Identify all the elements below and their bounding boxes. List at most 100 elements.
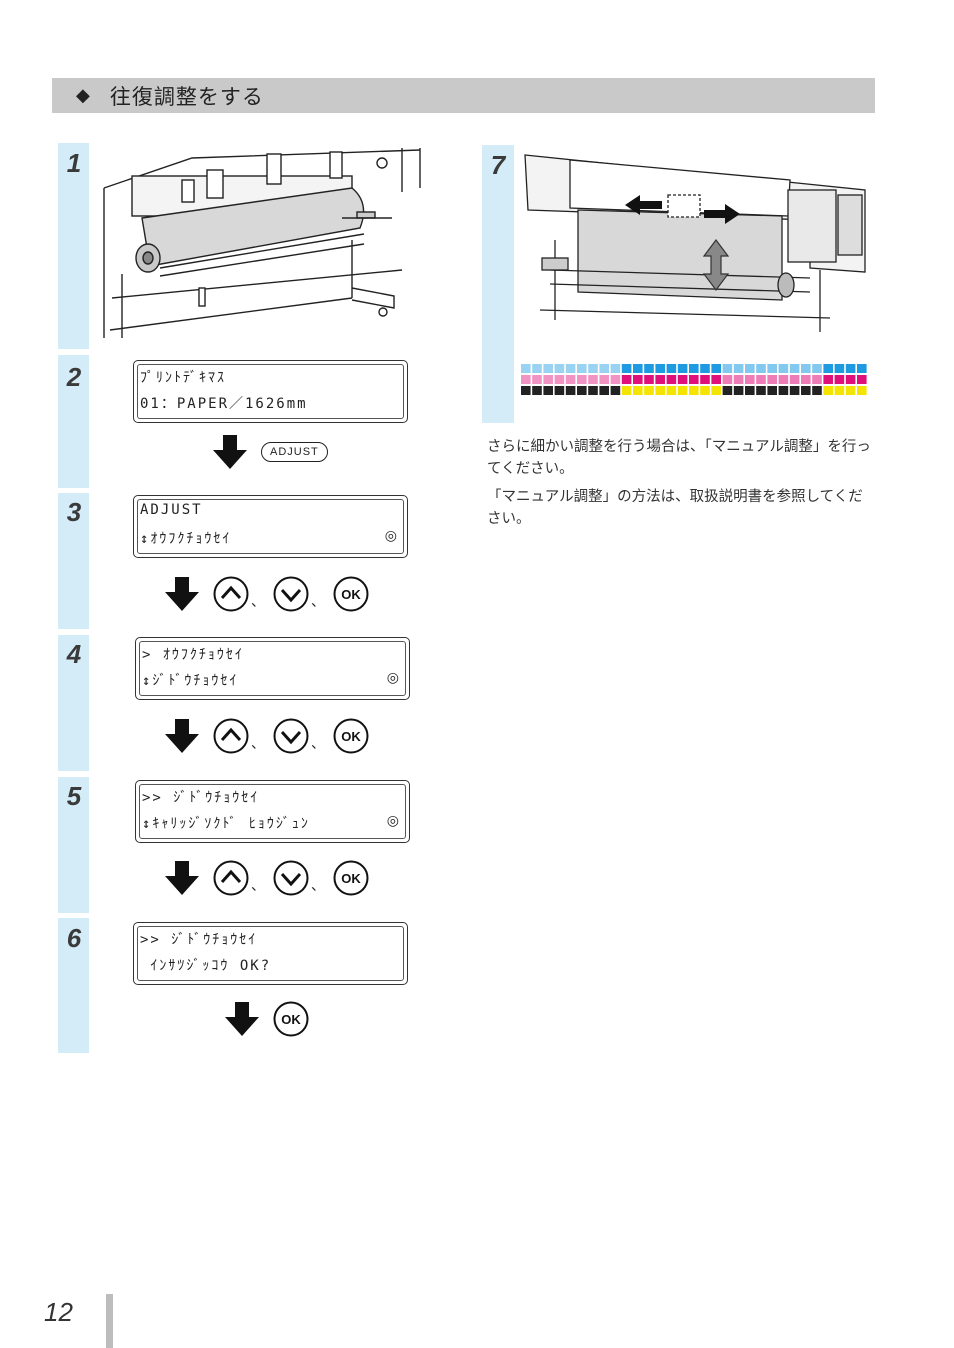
pattern-cell xyxy=(666,375,677,384)
pattern-cell xyxy=(711,375,721,384)
up-key-icon[interactable] xyxy=(213,860,249,896)
pattern-cell xyxy=(689,364,699,373)
step-bar-7 xyxy=(482,145,514,423)
down-key-icon[interactable] xyxy=(273,718,309,754)
pattern-cell xyxy=(532,364,542,373)
step-bar-1 xyxy=(58,143,89,349)
up-key-icon[interactable] xyxy=(213,718,249,754)
pattern-cell xyxy=(689,375,699,384)
key-separator: 、 xyxy=(311,878,325,894)
pattern-cell xyxy=(823,364,833,373)
ok-key-icon[interactable]: OK xyxy=(333,718,369,754)
step-bar-5 xyxy=(58,777,89,913)
pattern-cell xyxy=(521,386,531,395)
svg-text:OK: OK xyxy=(341,871,361,886)
lcd-display: > ｵｳﾌｸﾁｮｳｾｲ ↕ｼﾞﾄﾞｳﾁｮｳｾｲ ◎ xyxy=(135,637,410,700)
pattern-cell xyxy=(588,375,598,384)
down-arrow-icon xyxy=(213,435,247,469)
pattern-cell xyxy=(767,386,777,395)
pattern-cell xyxy=(711,386,721,395)
footer-bar xyxy=(106,1294,113,1348)
ok-key-icon[interactable]: OK xyxy=(273,1001,309,1037)
pattern-cell xyxy=(745,386,755,395)
pattern-cell xyxy=(554,364,565,373)
pattern-cell xyxy=(521,364,531,373)
pattern-cell xyxy=(801,375,811,384)
pattern-cell xyxy=(700,364,710,373)
page-number: 12 xyxy=(44,1297,73,1327)
adjust-key-button[interactable]: ADJUST xyxy=(261,442,328,462)
step-number: 3 xyxy=(66,497,82,527)
key-separator: 、 xyxy=(251,878,265,894)
printer-adjustment-illustration xyxy=(524,154,866,332)
enter-mark-icon: ◎ xyxy=(386,813,399,829)
pattern-cell xyxy=(722,364,733,373)
pattern-cell xyxy=(834,364,845,373)
pattern-cell xyxy=(588,364,598,373)
svg-text:OK: OK xyxy=(281,1012,301,1027)
pattern-cell xyxy=(666,364,677,373)
pattern-cell xyxy=(677,375,688,384)
enter-mark-icon: ◎ xyxy=(384,528,397,544)
pattern-cell xyxy=(554,375,565,384)
step-bar-4 xyxy=(58,635,89,771)
pattern-cell xyxy=(633,386,643,395)
pattern-cell xyxy=(610,364,621,373)
down-arrow-icon xyxy=(225,1002,259,1036)
pattern-cell xyxy=(812,364,822,373)
down-key-icon[interactable] xyxy=(273,860,309,896)
pattern-cell xyxy=(565,386,576,395)
svg-text:OK: OK xyxy=(341,729,361,744)
ok-key-icon[interactable]: OK xyxy=(333,576,369,612)
step-4-keys: 、 、 OK xyxy=(165,718,369,754)
ok-key-icon[interactable]: OK xyxy=(333,860,369,896)
key-separator: 、 xyxy=(251,594,265,610)
test-print-pattern xyxy=(521,364,867,395)
pattern-cell xyxy=(857,386,867,395)
pattern-cell xyxy=(610,386,621,395)
step-bar-3 xyxy=(58,493,89,629)
pattern-cell xyxy=(778,386,789,395)
pattern-cell xyxy=(767,375,777,384)
pattern-cell xyxy=(845,375,856,384)
pattern-cell xyxy=(689,386,699,395)
pattern-cell xyxy=(812,375,822,384)
pattern-cell xyxy=(677,364,688,373)
up-key-icon[interactable] xyxy=(213,576,249,612)
pattern-cell xyxy=(722,375,733,384)
pattern-cell xyxy=(756,364,766,373)
pattern-cell xyxy=(655,386,665,395)
pattern-cell xyxy=(543,386,553,395)
lcd-line-1: ADJUST xyxy=(140,502,203,518)
pattern-cell xyxy=(644,386,654,395)
pattern-cell xyxy=(621,375,632,384)
pattern-cell xyxy=(756,386,766,395)
pattern-cell xyxy=(644,375,654,384)
pattern-cell xyxy=(621,364,632,373)
lcd-line-2: ↕ｵｳﾌｸﾁｮｳｾｲ xyxy=(140,531,232,547)
lcd-display: ADJUST ↕ｵｳﾌｸﾁｮｳｾｲ ◎ xyxy=(133,495,408,558)
pattern-cell xyxy=(577,364,587,373)
pattern-cell xyxy=(610,375,621,384)
step-3-keys: 、 、 OK xyxy=(165,576,369,612)
pattern-cell xyxy=(801,364,811,373)
note-paragraph: さらに細かい調整を行う場合は、「マニュアル調整」を行ってください。 xyxy=(487,439,871,477)
down-arrow-icon xyxy=(165,861,199,895)
pattern-cell xyxy=(789,386,800,395)
pattern-cell xyxy=(700,386,710,395)
pattern-cell xyxy=(801,386,811,395)
lcd-line-1: > ｵｳﾌｸﾁｮｳｾｲ xyxy=(142,647,244,663)
pattern-cell xyxy=(778,375,789,384)
pattern-cell xyxy=(745,375,755,384)
pattern-cell xyxy=(532,375,542,384)
down-arrow-icon xyxy=(165,719,199,753)
pattern-cell xyxy=(700,375,710,384)
section-header: ◆ 往復調整をする xyxy=(52,78,875,113)
down-key-icon[interactable] xyxy=(273,576,309,612)
step-number: 6 xyxy=(66,923,82,953)
pattern-cell xyxy=(789,364,800,373)
diamond-icon: ◆ xyxy=(76,85,90,106)
pattern-cell xyxy=(756,375,766,384)
pattern-cell xyxy=(599,386,609,395)
key-separator: 、 xyxy=(251,736,265,752)
